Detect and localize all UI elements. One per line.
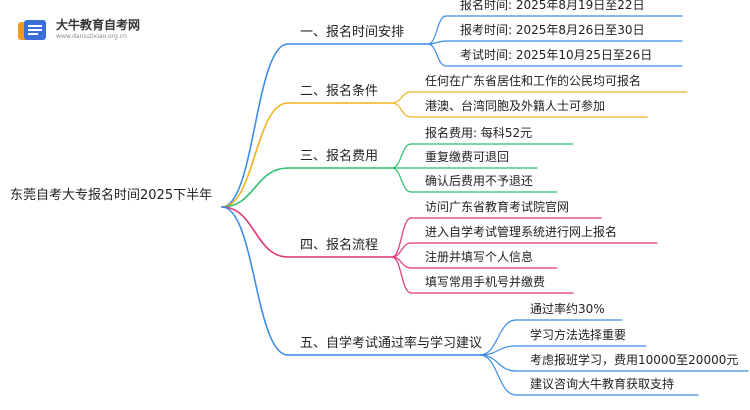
leaf-link-4-2 — [391, 242, 412, 258]
leaf-node-4-1: 访问广东省教育考试院官网 — [425, 200, 570, 214]
leaf-link-3-1 — [391, 143, 412, 169]
leaf-link-3-3 — [391, 167, 412, 193]
leaf-node-4-2: 进入自学考试管理系统进行网上报名 — [425, 225, 618, 239]
leaf-link-4-4 — [391, 256, 412, 294]
leaf-node-2-2: 港澳、台湾同胞及外籍人士可参加 — [425, 99, 606, 113]
leaf-node-1-2: 报考时间: 2025年8月26日至30日 — [460, 23, 645, 37]
leaf-link-2-2 — [391, 102, 412, 118]
leaf-node-3-1: 报名费用: 每科52元 — [425, 126, 533, 140]
branch-node-3: 三、报名费用 — [300, 149, 379, 164]
branch-node-5: 五、自学考试通过率与学习建议 — [300, 336, 483, 351]
branch-node-2: 二、报名条件 — [300, 84, 379, 99]
leaf-link-1-3 — [427, 43, 447, 67]
leaf-node-5-1: 通过率约30% — [530, 302, 605, 316]
leaf-link-5-3 — [479, 354, 517, 372]
leaf-link-5-4 — [479, 354, 517, 396]
branch-node-1: 一、报名时间安排 — [300, 25, 405, 40]
leaf-link-2-1 — [391, 91, 412, 104]
book-logo-icon — [18, 20, 46, 40]
root-node: 东莞自考大专报名时间2025下半年 — [10, 188, 213, 203]
branch-link-2 — [221, 102, 289, 208]
branch-link-5 — [221, 206, 289, 356]
branch-node-4: 四、报名流程 — [300, 238, 379, 253]
leaf-node-3-2: 重复缴费可退回 — [425, 150, 510, 164]
leaf-link-1-1 — [427, 15, 447, 45]
leaf-node-5-4: 建议咨询大牛教育获取支持 — [530, 377, 675, 391]
leaf-node-5-2: 学习方法选择重要 — [530, 328, 627, 342]
leaf-link-5-1 — [479, 319, 517, 356]
branch-link-3 — [221, 167, 289, 208]
brand-url: www.daniuzixiao.org.cn — [56, 33, 127, 40]
leaf-node-2-1: 任何在广东省居住和工作的公民均可报名 — [425, 74, 642, 88]
leaf-node-1-1: 报名时间: 2025年8月19日至22日 — [460, 0, 645, 12]
brand-logo[interactable]: 大牛教育自考网 www.daniuzixiao.org.cn — [16, 16, 226, 46]
leaf-node-4-4: 填写常用手机号并缴费 — [425, 275, 546, 289]
branch-link-4 — [221, 206, 289, 258]
branch-link-1 — [221, 43, 289, 208]
leaf-node-5-3: 考虑报班学习，费用10000至20000元 — [530, 353, 739, 367]
brand-name: 大牛教育自考网 — [56, 18, 141, 32]
leaf-node-4-3: 注册并填写个人信息 — [425, 250, 534, 264]
leaf-node-3-3: 确认后费用不予退还 — [425, 174, 534, 188]
leaf-node-1-3: 考试时间: 2025年10月25日至26日 — [460, 48, 653, 62]
leaf-link-4-1 — [391, 217, 412, 258]
